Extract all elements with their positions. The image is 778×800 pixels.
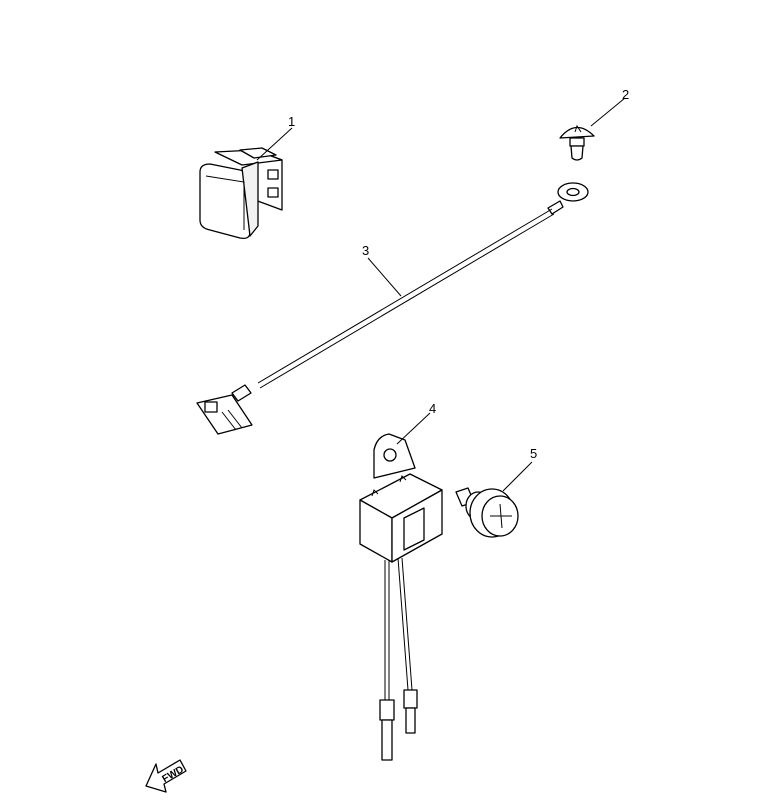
part-rectifier[interactable] xyxy=(359,433,443,761)
part-plug[interactable] xyxy=(559,124,595,161)
leader-2 xyxy=(590,97,626,127)
leader-3 xyxy=(367,257,402,297)
callout-1: 1 xyxy=(288,114,295,129)
leader-1 xyxy=(256,127,293,161)
part-lead-wire[interactable] xyxy=(196,182,589,435)
callout-4: 4 xyxy=(429,401,436,416)
part-switch[interactable] xyxy=(199,147,283,240)
fwd-label: FWD xyxy=(161,764,186,785)
callout-5: 5 xyxy=(530,446,537,461)
leader-5 xyxy=(502,461,533,492)
part-screw[interactable] xyxy=(455,487,519,538)
callout-3: 3 xyxy=(362,243,369,258)
callout-2: 2 xyxy=(622,87,629,102)
leader-4 xyxy=(396,412,431,445)
fwd-direction-arrow: FWD xyxy=(145,759,187,793)
